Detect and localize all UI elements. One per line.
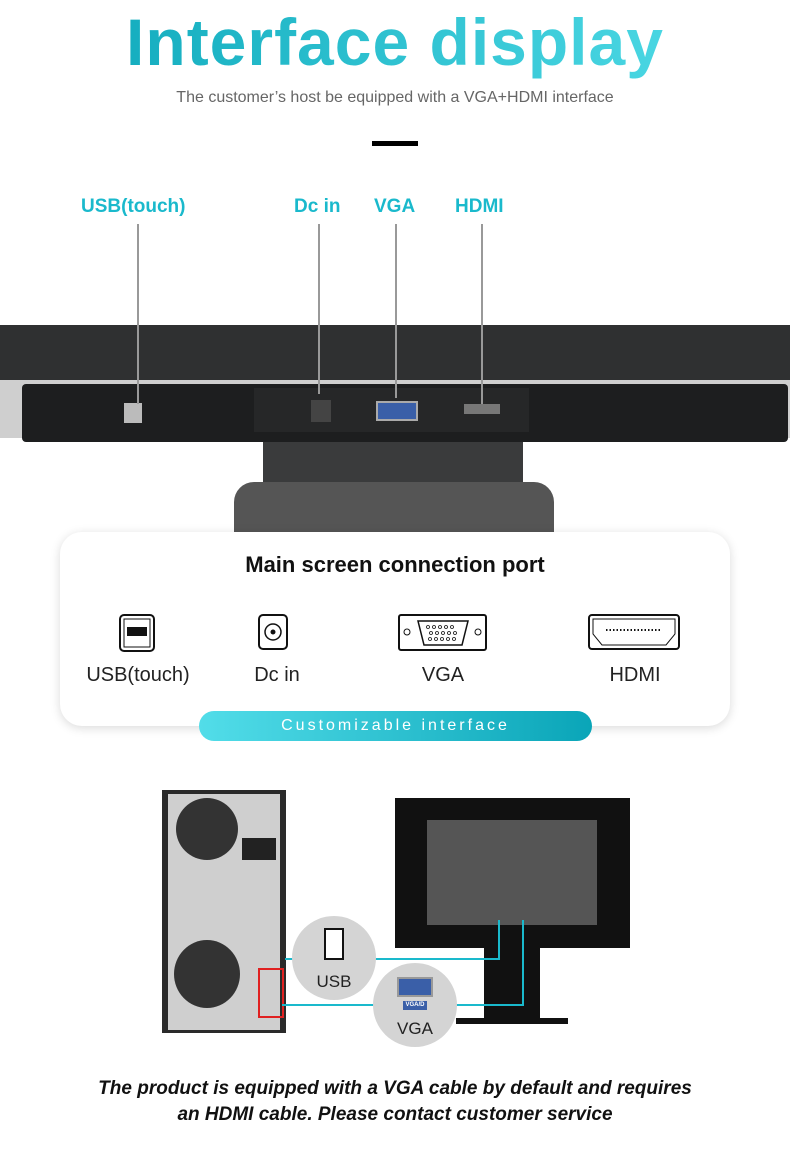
vga-port-icon: [398, 614, 487, 651]
vga-connector-icon: [397, 977, 433, 997]
card-title: Main screen connection port: [245, 552, 545, 577]
vga-cable: [522, 920, 524, 1006]
callout-usb: USB(touch): [81, 196, 186, 217]
usb-a-icon: [324, 928, 344, 960]
monitor-base: [456, 1018, 568, 1024]
callout-hdmi: HDMI: [455, 196, 504, 217]
monitor-back: [395, 798, 630, 948]
footer-note: The product is equipped with a VGA cable…: [0, 1076, 790, 1128]
subtitle: The customer’s host be equipped with a V…: [176, 89, 614, 106]
customizable-banner: Customizable interface: [199, 711, 592, 741]
hdmi-port-icon: [588, 614, 680, 650]
vga-label: VGA: [397, 1019, 433, 1038]
usb-callout: USB: [292, 916, 376, 1000]
port-label-usb: USB(touch): [86, 664, 190, 686]
monitor-stand: [484, 948, 540, 1020]
vga-connector-tag: VGA/D: [403, 1001, 427, 1010]
pc-tower: [162, 790, 286, 1033]
port-label-vga: VGA: [421, 664, 465, 686]
port-label-hdmi: HDMI: [609, 664, 661, 686]
footer-line: The product is equipped with a VGA cable…: [98, 1078, 692, 1099]
callout-line: [481, 224, 483, 404]
vga-callout: VGA/D VGA: [373, 963, 457, 1047]
port-label-dc: Dc in: [254, 664, 300, 686]
callout-line: [318, 224, 320, 394]
callout-line: [395, 224, 397, 398]
usb-cable: [285, 958, 500, 960]
footer-line: an HDMI cable. Please contact customer s…: [177, 1104, 613, 1125]
dc-jack-icon: [258, 614, 288, 650]
port-card: Main screen connection port USB(touch) D…: [60, 532, 730, 726]
usb-cable: [498, 920, 500, 960]
monitor-bottom-photo: [0, 300, 790, 532]
callout-line: [137, 224, 139, 404]
page-title: Interface display: [0, 4, 790, 80]
usb-b-icon: [119, 614, 155, 652]
divider: [372, 141, 418, 146]
usb-label: USB: [316, 972, 352, 991]
callout-dc: Dc in: [294, 196, 341, 217]
callout-vga: VGA: [374, 196, 416, 217]
